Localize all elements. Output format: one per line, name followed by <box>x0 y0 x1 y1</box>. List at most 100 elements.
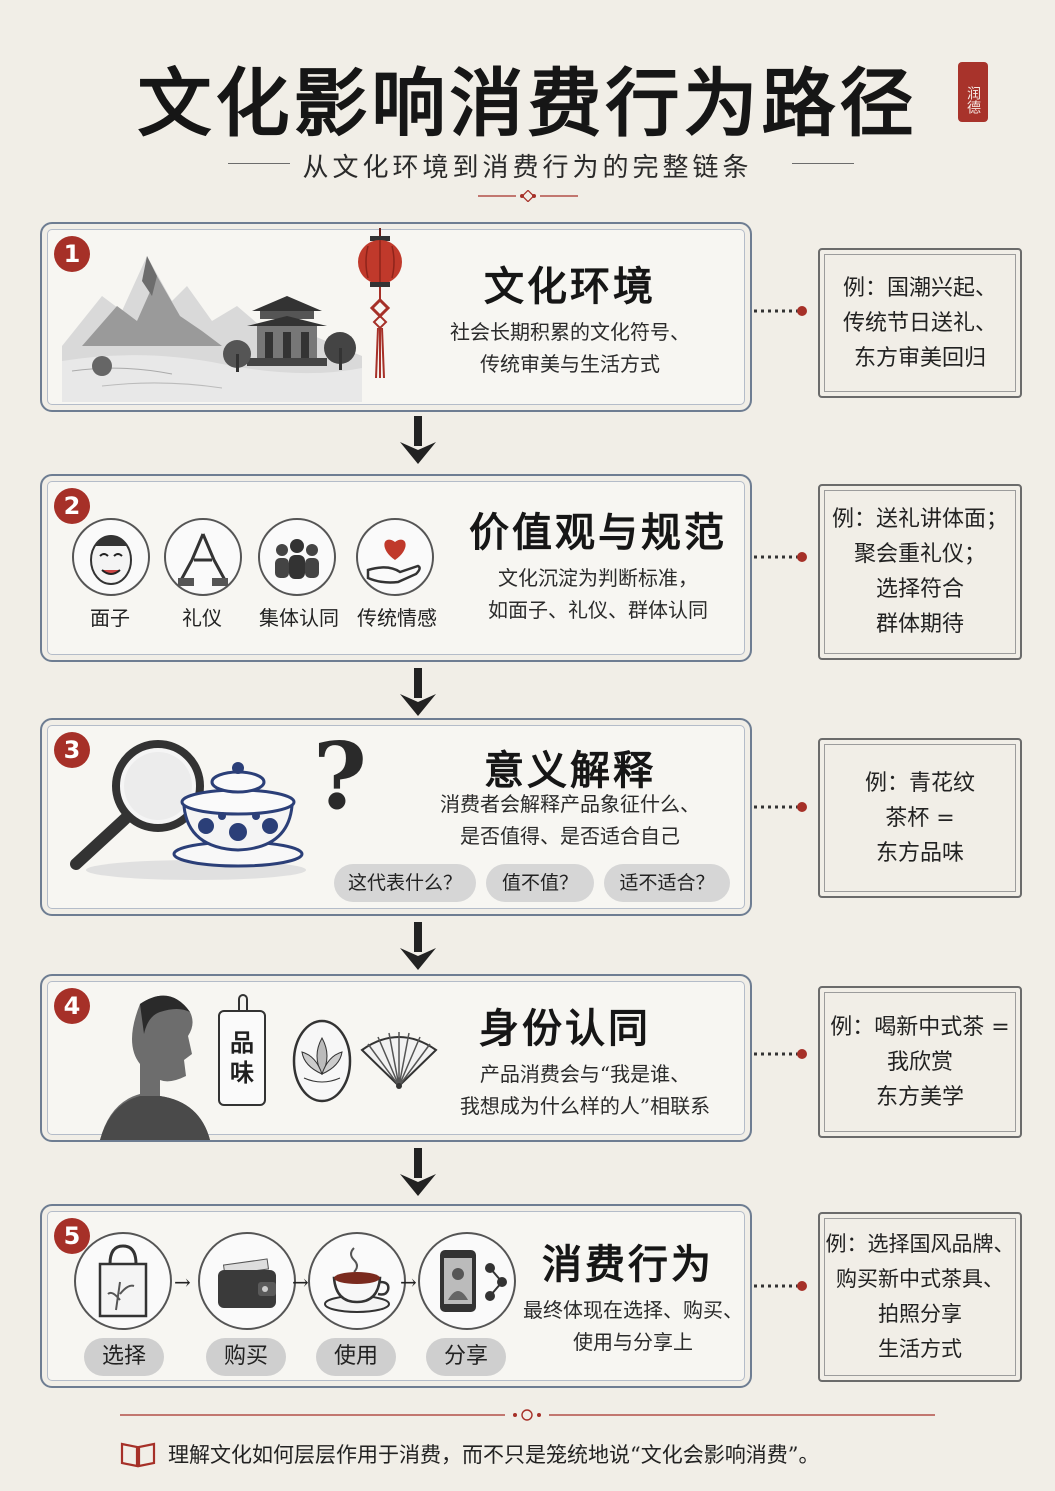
phone-share-icon <box>418 1232 516 1330</box>
page-subtitle: 从文化环境到消费行为的完整链条 <box>302 153 753 183</box>
step-2-example-line: 聚会重礼仪； <box>853 542 986 567</box>
teacup-icon <box>308 1232 406 1330</box>
step-1-example-line: 东方审美回归 <box>853 345 986 371</box>
step-2-example-line: 例：送礼讲体面； <box>831 507 1008 532</box>
subtitle-line-left <box>228 163 290 164</box>
question-mark-icon: ? <box>313 722 367 830</box>
face-mask-icon <box>72 518 150 596</box>
lantern-icon <box>358 228 402 379</box>
step-2-desc: 文化沉淀为判断标准， 如面子、礼仪、群体认同 <box>458 562 738 626</box>
step-1-example-line: 例：国潮兴起、 <box>842 275 997 301</box>
step-1-title: 文化环境 <box>484 263 656 310</box>
step-1-example-line: 传统节日送礼、 <box>842 310 997 336</box>
footer-text: 理解文化如何层层作用于消费，而不只是笼统地说“文化会影响消费”。 <box>168 1443 820 1467</box>
step-5-desc: 最终体现在选择、购买、 使用与分享上 <box>516 1294 750 1358</box>
action-label-buy: 购买 <box>206 1338 286 1376</box>
subtitle-row: 从文化环境到消费行为的完整链条 <box>0 145 1055 183</box>
step-5-example-line: 拍照分享 <box>878 1302 962 1326</box>
book-icon <box>120 1442 156 1468</box>
seal-stamp: 润德 <box>958 62 988 122</box>
heart-hand-icon <box>356 518 434 596</box>
magnifier-teacup-icon <box>70 740 306 880</box>
subtitle-line-right <box>792 163 854 164</box>
icon-label-etiquette: 礼仪 <box>182 606 222 630</box>
action-label-select: 选择 <box>84 1338 164 1376</box>
step-5-example-line: 例：选择国风品牌、 <box>825 1232 1015 1256</box>
arrow-down-icon <box>400 1148 436 1196</box>
tag-char: 味 <box>230 1058 254 1087</box>
question-chip: 适不适合？ <box>604 864 730 902</box>
step-1-desc-line: 传统审美与生活方式 <box>480 352 660 376</box>
step-2-desc-line: 文化沉淀为判断标准， <box>498 566 698 590</box>
group-people-icon <box>258 518 336 596</box>
step-5-desc-line: 使用与分享上 <box>573 1330 693 1354</box>
step-2-example-line: 选择符合 <box>875 577 964 602</box>
small-arrow-icon: → <box>400 1270 417 1294</box>
step-3-desc-line: 是否值得、是否适合自己 <box>460 824 680 848</box>
step-3-example-line: 东方品味 <box>875 840 964 866</box>
step-5-example-line: 购买新中式茶具、 <box>836 1267 1004 1291</box>
tag-char: 品 <box>230 1028 254 1057</box>
folding-fan-icon <box>360 1032 438 1089</box>
landscape-pavilion-icon <box>62 256 362 402</box>
wallet-icon <box>198 1232 296 1330</box>
step-4-desc: 产品消费会与“我是谁、 我想成为什么样的人”相联系 <box>420 1058 750 1122</box>
step-3-example-line: 茶杯 = <box>885 805 955 831</box>
step-4-example-line: 我欣赏 <box>886 1049 953 1075</box>
icon-label-group: 集体认同 <box>259 606 339 630</box>
icon-label-emotion: 传统情感 <box>357 606 437 630</box>
step-4-badge: 4 <box>54 988 90 1024</box>
step-5-desc-line: 最终体现在选择、购买、 <box>523 1298 743 1322</box>
action-label-share: 分享 <box>426 1338 506 1376</box>
step-5-badge: 5 <box>54 1218 90 1254</box>
step-3-example-line: 例：青花纹 <box>864 770 975 796</box>
icon-label-face: 面子 <box>90 606 130 630</box>
step-4-connector <box>754 1049 807 1059</box>
step-5-connector <box>754 1281 807 1291</box>
small-arrow-icon: → <box>292 1270 309 1294</box>
step-2-connector <box>754 552 807 562</box>
small-arrow-icon: → <box>174 1270 191 1294</box>
taste-tag-icon: 品 味 <box>218 994 266 1106</box>
arrow-down-icon <box>400 416 436 464</box>
step-4-desc-line: 产品消费会与“我是谁、 <box>479 1062 691 1086</box>
tag-string <box>238 994 248 1012</box>
step-2-desc-line: 如面子、礼仪、群体认同 <box>488 598 708 622</box>
question-chip: 这代表什么？ <box>334 864 476 902</box>
step-1-connector <box>754 306 807 316</box>
step-1-desc-line: 社会长期积累的文化符号、 <box>450 320 690 344</box>
arrow-down-icon <box>400 922 436 970</box>
step-1-badge: 1 <box>54 236 90 272</box>
step-2-example: 例：送礼讲体面； 聚会重礼仪； 选择符合 群体期待 <box>818 484 1022 660</box>
header-ornament <box>478 190 578 202</box>
step-2-title: 价值观与规范 <box>469 509 727 556</box>
action-label-use: 使用 <box>316 1338 396 1376</box>
step-3-connector <box>754 802 807 812</box>
tag-text: 品 味 <box>220 1028 264 1088</box>
question-chip: 值不值？ <box>486 864 594 902</box>
footer-ornament <box>120 1409 935 1421</box>
person-profile-icon <box>100 995 210 1140</box>
step-5-example-line: 生活方式 <box>878 1337 962 1361</box>
lotus-icon <box>292 1019 352 1103</box>
step-4-desc-line: 我想成为什么样的人”相联系 <box>459 1094 711 1118</box>
step-3-desc: 消费者会解释产品象征什么、 是否值得、是否适合自己 <box>400 788 740 852</box>
step-4-title: 身份认同 <box>479 1005 651 1052</box>
step-2-example-line: 群体期待 <box>875 612 964 637</box>
page-title: 文化影响消费行为路径 <box>137 61 918 147</box>
step-4-example: 例：喝新中式茶 = 我欣赏 东方美学 <box>818 986 1022 1138</box>
shopping-bag-icon <box>74 1232 172 1330</box>
step-3-title: 意义解释 <box>484 747 656 794</box>
step-1-desc: 社会长期积累的文化符号、 传统审美与生活方式 <box>420 316 720 380</box>
step-3-example: 例：青花纹 茶杯 = 东方品味 <box>818 738 1022 898</box>
step-2-badge: 2 <box>54 488 90 524</box>
step-4-example-line: 东方美学 <box>875 1084 964 1110</box>
step-3-desc-line: 消费者会解释产品象征什么、 <box>440 792 700 816</box>
step-4-example-line: 例：喝新中式茶 = <box>830 1014 1010 1040</box>
step-5-example: 例：选择国风品牌、 购买新中式茶具、 拍照分享 生活方式 <box>818 1212 1022 1382</box>
arrow-down-icon <box>400 668 436 716</box>
step-3-badge: 3 <box>54 732 90 768</box>
bowing-hands-icon <box>164 518 242 596</box>
footer-note: 理解文化如何层层作用于消费，而不只是笼统地说“文化会影响消费”。 <box>120 1436 960 1472</box>
